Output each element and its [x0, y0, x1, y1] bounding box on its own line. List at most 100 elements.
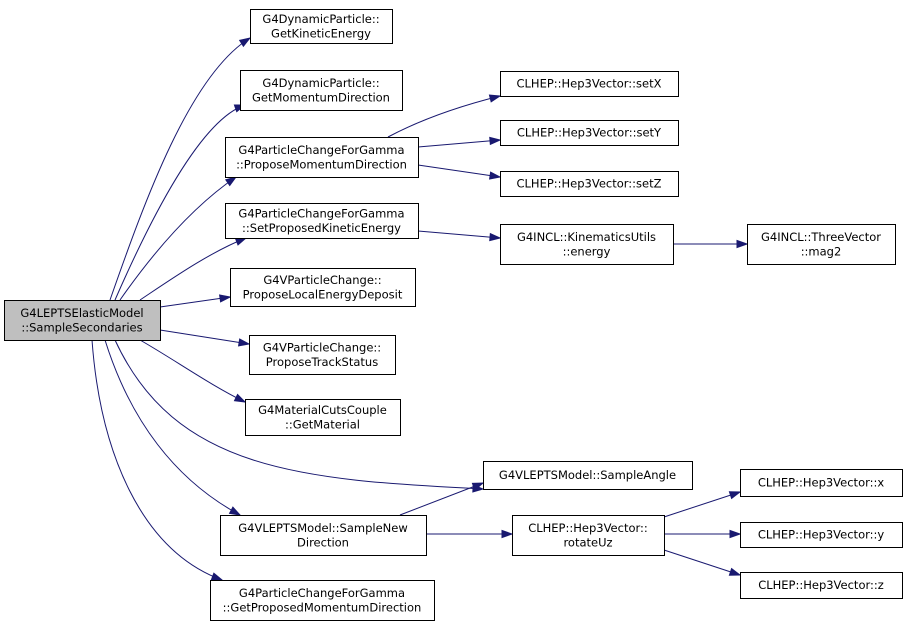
node-label-line: ::SetProposedKineticEnergy — [242, 221, 401, 235]
node-energy[interactable]: G4INCL::KinematicsUtils::energy — [500, 224, 674, 265]
arrowhead-icon — [728, 491, 742, 500]
node-box — [249, 335, 396, 375]
arrowhead-icon — [238, 37, 252, 48]
edge-line — [139, 339, 246, 403]
arrowhead-icon — [219, 294, 232, 303]
arrowhead-icon — [224, 176, 238, 187]
node-label-line: ::SampleSecondaries — [21, 320, 142, 334]
node-box — [220, 515, 427, 556]
node-rotuz[interactable]: CLHEP::Hep3Vector::rotateUz — [512, 515, 665, 556]
node-box — [500, 171, 679, 197]
node-box — [500, 120, 679, 146]
node-label-line: ::mag2 — [801, 244, 842, 258]
arrowhead-icon — [488, 94, 502, 103]
node-material[interactable]: G4MaterialCutsCouple::GetMaterial — [245, 399, 401, 436]
node-label-line: Direction — [297, 535, 349, 549]
arrowhead-icon — [501, 529, 514, 539]
arrowhead-icon — [234, 237, 248, 246]
edge-root-to-material — [139, 339, 247, 403]
node-label-line: CLHEP::Hep3Vector::x — [758, 476, 885, 490]
edge-root-to-propmom — [119, 176, 238, 301]
node-box — [740, 522, 903, 548]
node-label-line: CLHEP::Hep3Vector::setZ — [516, 177, 661, 191]
edge-rotuz-to-vx — [663, 491, 742, 518]
node-angle[interactable]: G4VLEPTSModel::SampleAngle — [483, 461, 693, 490]
node-vy[interactable]: CLHEP::Hep3Vector::y — [740, 522, 903, 548]
node-box — [245, 399, 401, 436]
node-sety[interactable]: CLHEP::Hep3Vector::setY — [500, 120, 679, 146]
node-setke[interactable]: G4ParticleChangeForGamma::SetProposedKin… — [225, 203, 419, 239]
edge-line — [663, 491, 741, 518]
edge-root-to-kinetic — [109, 37, 252, 301]
edge-rotuz-to-vz — [663, 549, 742, 576]
node-box — [512, 515, 665, 556]
node-label-line: ::ProposeMomentumDirection — [236, 157, 407, 171]
node-trackstat[interactable]: G4VParticleChange::ProposeTrackStatus — [249, 335, 396, 375]
node-setx[interactable]: CLHEP::Hep3Vector::setX — [500, 71, 679, 97]
edge-energy-to-mag2 — [673, 239, 749, 249]
node-label-line: G4DynamicParticle:: — [262, 76, 379, 90]
node-label-line: rotateUz — [563, 535, 612, 549]
node-label-line: ProposeLocalEnergyDeposit — [243, 287, 403, 301]
nodes-layer: G4LEPTSElasticModel::SampleSecondariesG4… — [4, 9, 903, 621]
edge-line — [399, 482, 484, 516]
node-box — [483, 461, 693, 490]
arrowhead-icon — [237, 338, 251, 347]
edge-line — [159, 329, 250, 345]
node-label-line: GetMomentumDirection — [252, 90, 390, 104]
node-propmom[interactable]: G4ParticleChangeForGamma::ProposeMomentu… — [225, 137, 419, 178]
edge-line — [417, 164, 501, 178]
arrowhead-icon — [489, 136, 502, 146]
node-label-line: G4VLEPTSModel::SampleAngle — [499, 468, 676, 482]
node-label-line: CLHEP::Hep3Vector::setX — [516, 77, 661, 91]
node-localdep[interactable]: G4VParticleChange::ProposeLocalEnergyDep… — [230, 268, 416, 307]
node-label-line: G4ParticleChangeForGamma — [238, 143, 404, 157]
node-box — [225, 137, 419, 178]
node-vx[interactable]: CLHEP::Hep3Vector::x — [740, 469, 903, 497]
arrowhead-icon — [233, 393, 247, 403]
node-vz[interactable]: CLHEP::Hep3Vector::z — [740, 572, 903, 599]
edge-propmom-to-setx — [387, 94, 502, 138]
node-label-line: GetKineticEnergy — [271, 26, 371, 40]
edge-root-to-momdir — [114, 104, 247, 301]
edge-rotuz-to-vy — [664, 529, 742, 539]
edge-root-to-localdep — [159, 294, 232, 308]
node-label-line: G4MaterialCutsCouple — [258, 403, 387, 417]
node-root[interactable]: G4LEPTSElasticModel::SampleSecondaries — [4, 300, 161, 341]
node-setz[interactable]: CLHEP::Hep3Vector::setZ — [500, 171, 679, 197]
node-label-line: G4INCL::KinematicsUtils — [517, 230, 656, 244]
node-label-line: G4VParticleChange:: — [263, 273, 381, 287]
node-momdir[interactable]: G4DynamicParticle::GetMomentumDirection — [240, 70, 403, 111]
node-mag2[interactable]: G4INCL::ThreeVector::mag2 — [747, 224, 896, 265]
edge-propmom-to-sety — [417, 136, 502, 148]
edge-newdir-to-rotuz — [426, 529, 514, 539]
edge-line — [159, 296, 231, 308]
node-label-line: G4LEPTSElasticModel — [20, 306, 143, 320]
node-kinetic[interactable]: G4DynamicParticle::GetKineticEnergy — [250, 9, 393, 44]
edge-root-to-trackstat — [159, 329, 251, 347]
node-label-line: ProposeTrackStatus — [266, 355, 378, 369]
node-box — [225, 203, 419, 239]
edge-setke-to-energy — [417, 230, 502, 242]
node-label-line: G4ParticleChangeForGamma — [238, 206, 404, 220]
node-label-line: CLHEP::Hep3Vector::z — [758, 578, 884, 592]
edge-line — [417, 139, 501, 148]
edge-line — [417, 230, 501, 239]
node-box — [747, 224, 896, 265]
edge-root-to-getpropmom — [91, 339, 224, 581]
node-box — [500, 71, 679, 97]
node-box — [210, 580, 435, 621]
edges-layer — [91, 37, 749, 581]
node-box — [740, 572, 903, 599]
arrowhead-icon — [489, 171, 502, 180]
node-getpropmom[interactable]: G4ParticleChangeForGamma::GetProposedMom… — [210, 580, 435, 621]
arrowhead-icon — [228, 506, 242, 516]
edge-propmom-to-setz — [417, 164, 502, 180]
arrowhead-icon — [728, 567, 742, 576]
edge-line — [114, 104, 246, 301]
node-label-line: CLHEP::Hep3Vector:: — [528, 521, 648, 535]
edge-root-to-newdir — [104, 339, 242, 516]
node-label-line: ::GetMaterial — [285, 417, 360, 431]
